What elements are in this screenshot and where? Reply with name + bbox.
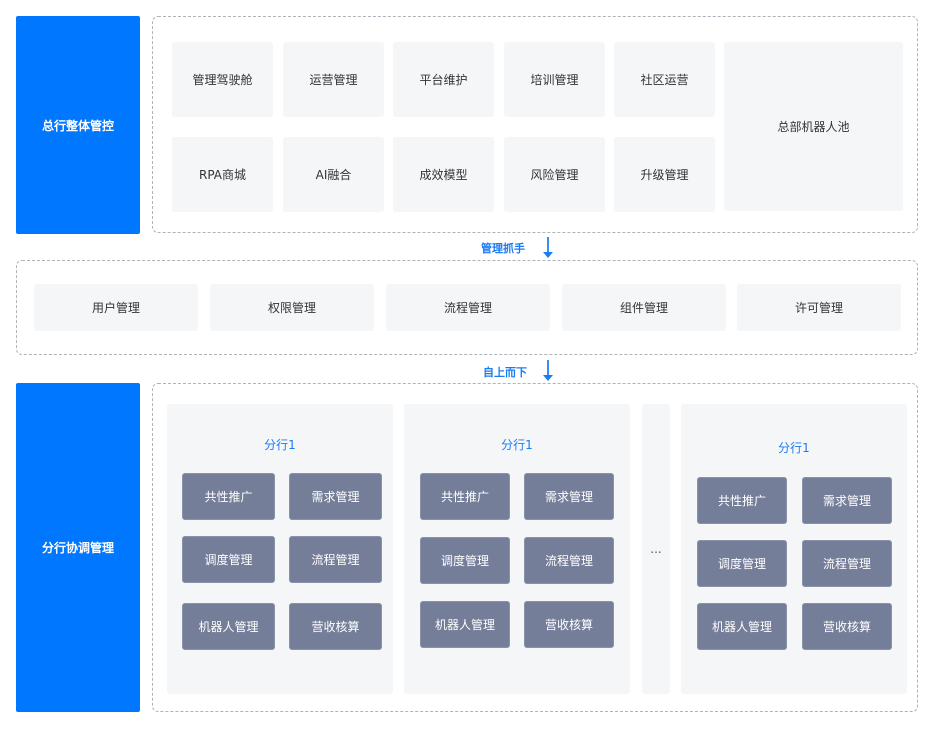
branch-module: 流程管理 xyxy=(524,537,614,584)
platform-container xyxy=(16,260,918,355)
hq-module: 管理驾驶舱 xyxy=(172,42,273,117)
branch-module: 调度管理 xyxy=(697,540,787,587)
branch-module: 营收核算 xyxy=(524,601,614,648)
hq-module: 社区运营 xyxy=(614,42,715,117)
branch-title: 分行1 xyxy=(264,438,296,452)
hq-module: AI融合 xyxy=(283,137,384,212)
platform-module: 权限管理 xyxy=(210,284,374,331)
hq-control-block: 总行整体管控 xyxy=(16,16,140,234)
connector-label-management: 管理抓手 xyxy=(481,242,525,255)
connector-label-top-down: 自上而下 xyxy=(483,366,527,379)
branch-module: 需求管理 xyxy=(524,473,614,520)
branch-module: 需求管理 xyxy=(289,473,382,520)
platform-module: 组件管理 xyxy=(562,284,726,331)
branch-coordination-block: 分行协调管理 xyxy=(16,383,140,712)
branch-module: 营收核算 xyxy=(289,603,382,650)
branch-module: 机器人管理 xyxy=(420,601,510,648)
hq-module: 运营管理 xyxy=(283,42,384,117)
down-arrow-icon xyxy=(543,237,553,258)
hq-module: 风险管理 xyxy=(504,137,605,212)
branch-ellipsis: ... xyxy=(642,404,670,694)
platform-module: 用户管理 xyxy=(34,284,198,331)
hq-module: 升级管理 xyxy=(614,137,715,212)
hq-modules-container xyxy=(152,16,918,233)
branch-module: 流程管理 xyxy=(289,536,382,583)
branch-title: 分行1 xyxy=(778,441,810,455)
hq-module: 培训管理 xyxy=(504,42,605,117)
down-arrow-icon xyxy=(543,360,553,381)
branch-module: 机器人管理 xyxy=(182,603,275,650)
branch-module: 共性推广 xyxy=(182,473,275,520)
branch-module: 营收核算 xyxy=(802,603,892,650)
branch-module: 调度管理 xyxy=(182,536,275,583)
hq-module: 成效模型 xyxy=(393,137,494,212)
platform-module: 流程管理 xyxy=(386,284,550,331)
branch-module: 机器人管理 xyxy=(697,603,787,650)
branch-module: 共性推广 xyxy=(420,473,510,520)
hq-module: RPA商城 xyxy=(172,137,273,212)
branch-module: 需求管理 xyxy=(802,477,892,524)
hq-robot-pool: 总部机器人池 xyxy=(724,42,903,211)
branch-module: 流程管理 xyxy=(802,540,892,587)
branch-title: 分行1 xyxy=(501,438,533,452)
branch-module: 共性推广 xyxy=(697,477,787,524)
platform-module: 许可管理 xyxy=(737,284,901,331)
hq-module: 平台维护 xyxy=(393,42,494,117)
branch-module: 调度管理 xyxy=(420,537,510,584)
branch-container xyxy=(152,383,918,712)
